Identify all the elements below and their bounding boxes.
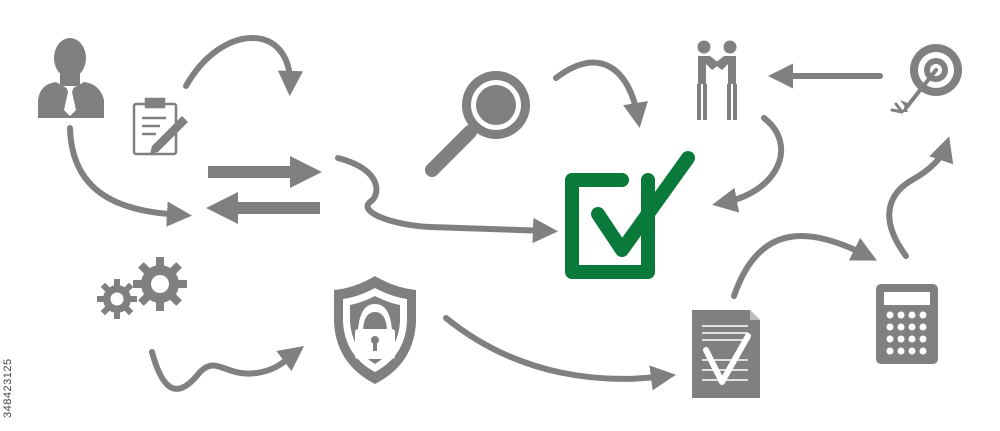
calculator-icon xyxy=(876,284,938,364)
target-icon xyxy=(890,44,962,114)
document-check-icon xyxy=(692,310,760,398)
arrow-exchange-to-check xyxy=(335,155,559,244)
arrow-calculator-to-target xyxy=(886,136,954,259)
arrow-top-left-curve xyxy=(183,35,304,97)
person-icon xyxy=(38,38,104,118)
arrow-person-to-exchange xyxy=(67,125,193,227)
shield-lock-icon xyxy=(334,276,416,384)
handshake-icon xyxy=(697,40,737,120)
exchange-arrows-icon xyxy=(206,156,322,224)
stock-image-id: 348423125 xyxy=(2,358,14,418)
gears-icon xyxy=(97,257,187,319)
arrow-document-to-calculator xyxy=(731,233,878,299)
clipboard-icon xyxy=(132,97,188,156)
magnifier-icon xyxy=(425,71,530,177)
arrow-top-center-curve xyxy=(553,59,648,128)
arrow-handshake-to-check xyxy=(712,115,784,213)
arrow-wavy-to-shield xyxy=(149,345,305,392)
check-box-icon xyxy=(565,151,695,279)
arrow-shield-to-document xyxy=(443,315,676,391)
